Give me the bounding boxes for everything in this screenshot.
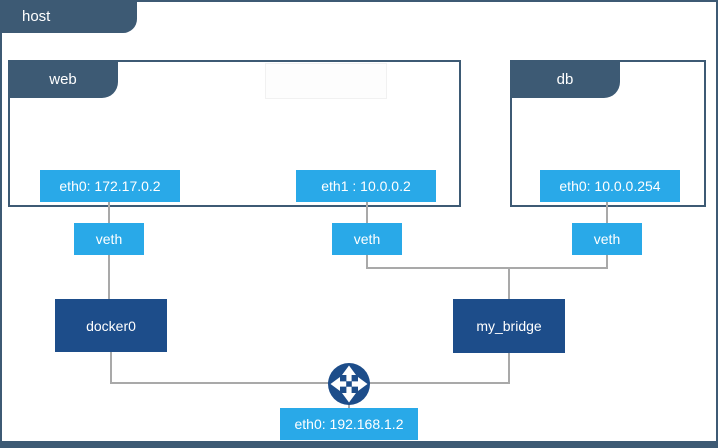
host-tab: host xyxy=(0,0,137,33)
web-eth1-label: eth1 : 10.0.0.2 xyxy=(321,178,411,194)
web-eth1-node: eth1 : 10.0.0.2 xyxy=(296,170,436,202)
connector-bus-mybridge xyxy=(508,267,510,299)
connector-bus-horizontal xyxy=(366,267,608,269)
host-eth0-label: eth0: 192.168.1.2 xyxy=(294,416,404,432)
faint-artifact-rect xyxy=(265,63,387,99)
connector-mybridge-down xyxy=(508,353,510,383)
connector-eth0db-veth xyxy=(606,202,608,223)
db-eth0-label: eth0: 10.0.0.254 xyxy=(559,178,661,194)
veth-node-3: veth xyxy=(572,223,642,255)
connector-eth1web-veth xyxy=(366,202,368,223)
web-eth0-node: eth0: 172.17.0.2 xyxy=(40,170,180,202)
connector-veth-docker0 xyxy=(108,255,110,299)
connector-docker0-down xyxy=(110,352,112,383)
docker0-label: docker0 xyxy=(86,317,136,334)
veth1-label: veth xyxy=(95,231,123,247)
veth2-label: veth xyxy=(353,231,381,247)
web-tab: web xyxy=(8,60,118,98)
db-tab: db xyxy=(510,60,620,98)
veth3-label: veth xyxy=(593,231,621,247)
veth-node-2: veth xyxy=(332,223,402,255)
host-eth0-node: eth0: 192.168.1.2 xyxy=(280,408,418,440)
my-bridge-node: my_bridge xyxy=(453,299,565,353)
docker0-bridge-node: docker0 xyxy=(55,299,167,352)
connector-eth0web-veth xyxy=(108,202,110,223)
my-bridge-label: my_bridge xyxy=(476,318,542,334)
host-bottom-bar xyxy=(0,441,718,448)
router-crossarrows-icon xyxy=(327,362,371,406)
web-eth0-label: eth0: 172.17.0.2 xyxy=(59,178,161,194)
veth-node-1: veth xyxy=(74,223,144,255)
connector-veth2-bus xyxy=(366,255,368,269)
connector-veth3-bus xyxy=(606,255,608,269)
host-label: host xyxy=(22,8,51,25)
db-eth0-node: eth0: 10.0.0.254 xyxy=(540,170,680,202)
db-label: db xyxy=(556,70,574,88)
web-label: web xyxy=(49,70,77,88)
connector-bridges-horizontal xyxy=(110,382,510,384)
